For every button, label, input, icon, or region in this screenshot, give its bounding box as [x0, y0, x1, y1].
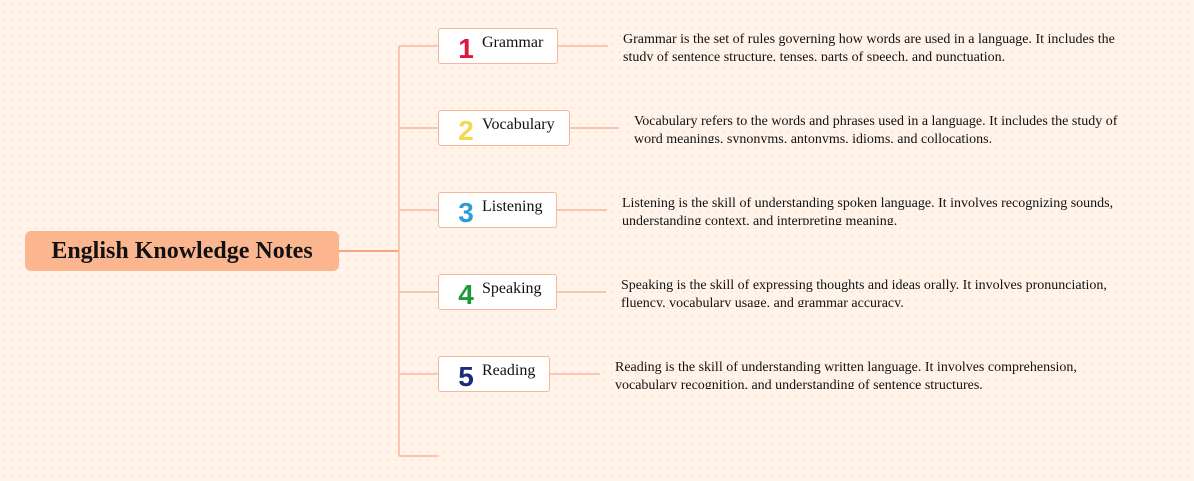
- topic-label-listening: Listening: [482, 198, 543, 215]
- topic-node-listening[interactable]: 3 Listening: [438, 192, 558, 228]
- number-3-icon: 3: [458, 197, 474, 228]
- topic-label-grammar: Grammar: [482, 34, 544, 51]
- root-title: English Knowledge Notes: [51, 237, 313, 264]
- number-5-icon: 5: [458, 361, 474, 392]
- topic-label-vocabulary: Vocabulary: [482, 116, 555, 133]
- topic-node-speaking[interactable]: 4 Speaking: [438, 274, 557, 310]
- description-reading[interactable]: Reading is the skill of understanding wr…: [615, 360, 1077, 389]
- number-4-icon: 4: [458, 279, 474, 310]
- topic-node-vocabulary[interactable]: 2 Vocabulary: [438, 110, 570, 146]
- topic-node-grammar[interactable]: 1 Grammar: [438, 28, 559, 64]
- topic-node-reading[interactable]: 5 Reading: [438, 356, 551, 392]
- number-1-icon: 1: [458, 33, 474, 64]
- description-vocabulary[interactable]: Vocabulary refers to the words and phras…: [634, 114, 1118, 143]
- description-grammar[interactable]: Grammar is the set of rules governing ho…: [623, 32, 1115, 61]
- topic-label-reading: Reading: [482, 362, 536, 379]
- description-listening[interactable]: Listening is the skill of understanding …: [622, 196, 1114, 225]
- root-node[interactable]: English Knowledge Notes: [25, 231, 339, 271]
- description-speaking[interactable]: Speaking is the skill of expressing thou…: [621, 278, 1107, 307]
- number-2-icon: 2: [458, 115, 474, 146]
- topic-label-speaking: Speaking: [482, 280, 542, 297]
